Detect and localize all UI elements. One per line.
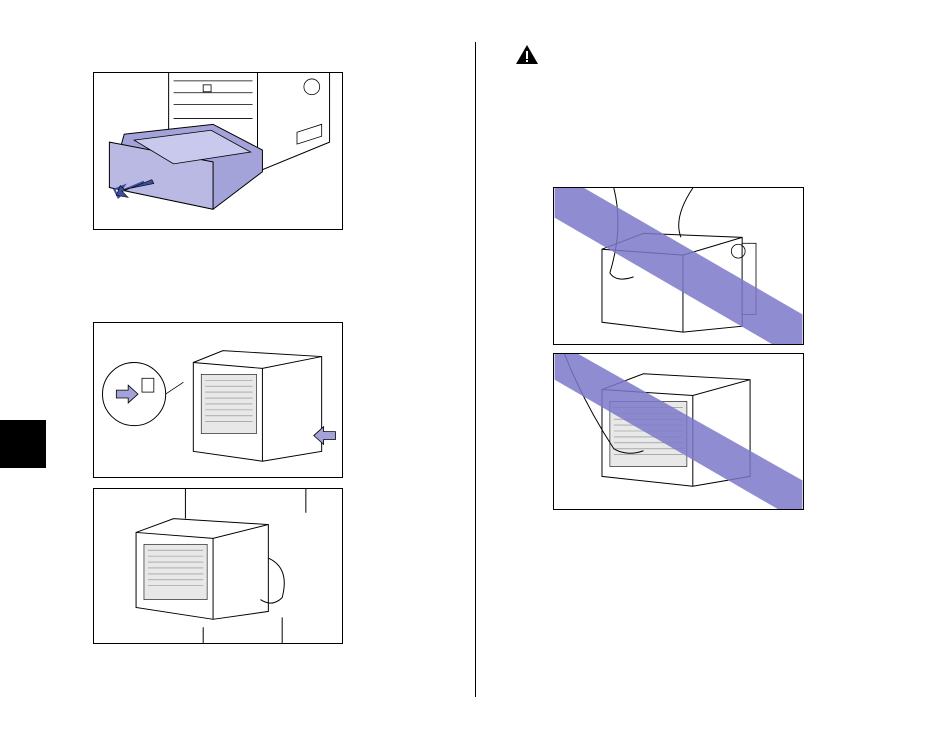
warning-icon bbox=[515, 44, 539, 65]
paper-drawer-illustration bbox=[94, 73, 342, 229]
figure-pull-out-paper-drawer bbox=[93, 72, 343, 230]
lift-grips-illustration bbox=[94, 323, 342, 477]
figure-lift-grips bbox=[93, 322, 343, 478]
column-divider bbox=[475, 42, 476, 697]
wrong-hold-rear-illustration bbox=[554, 354, 803, 509]
carry-printer-illustration bbox=[94, 489, 342, 643]
figure-carry-printer bbox=[93, 488, 343, 644]
chapter-tab bbox=[0, 420, 46, 468]
wrong-hold-front-illustration bbox=[554, 188, 803, 344]
figure-wrong-hold-rear bbox=[553, 353, 804, 510]
figure-wrong-hold-front bbox=[553, 187, 804, 345]
